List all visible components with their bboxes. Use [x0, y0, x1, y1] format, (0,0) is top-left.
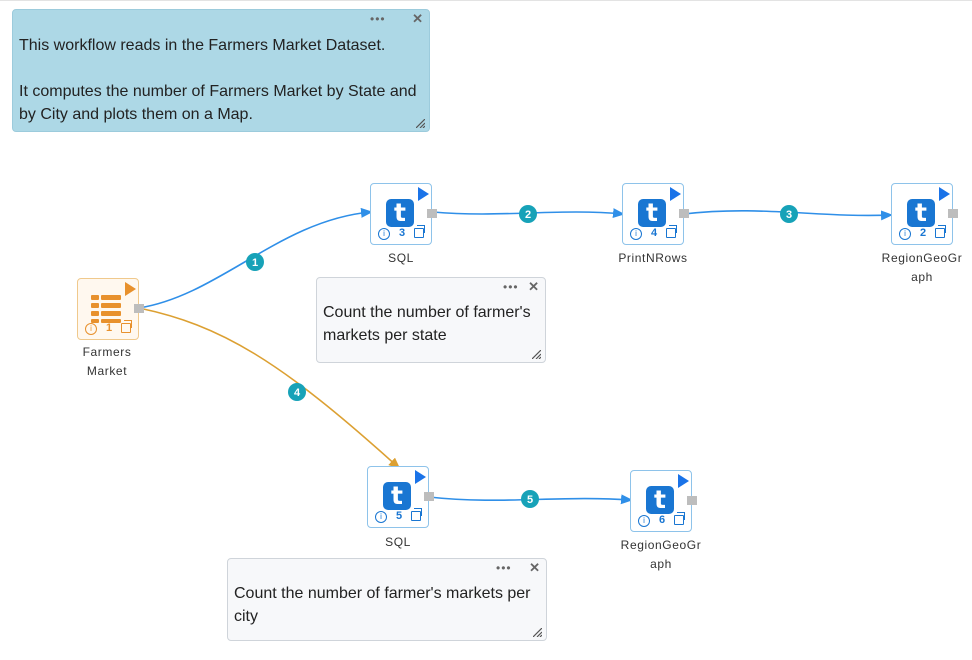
- node-sql-state[interactable]: t i 3: [370, 183, 437, 245]
- t-icon: t: [386, 199, 414, 227]
- run-icon[interactable]: [415, 470, 426, 484]
- database-table-icon: [91, 295, 121, 323]
- t-icon: t: [638, 199, 666, 227]
- edge-4[interactable]: [138, 307, 401, 470]
- edge-badge-5[interactable]: 5: [521, 490, 539, 508]
- node-footer: i 1: [78, 320, 138, 336]
- node-number: 5: [395, 510, 403, 522]
- note-text[interactable]: Count the number of farmer's markets per…: [323, 304, 536, 344]
- info-icon[interactable]: i: [378, 228, 390, 240]
- run-icon[interactable]: [939, 187, 950, 201]
- edge-badge-5-label: 5: [527, 494, 533, 506]
- run-icon[interactable]: [670, 187, 681, 201]
- node-sql-city[interactable]: t i 5: [367, 466, 434, 528]
- node-number: 2: [919, 227, 927, 239]
- node-footer: i 3: [371, 225, 431, 241]
- info-icon[interactable]: i: [899, 228, 911, 240]
- node-label-printnrows: PrintNRows: [618, 251, 688, 265]
- node-regiongeograph-city[interactable]: t i 6: [630, 470, 697, 532]
- note-menu-icon[interactable]: •••: [370, 12, 386, 26]
- node-farmers-market[interactable]: i 1: [77, 278, 144, 340]
- resize-handle-icon[interactable]: [533, 628, 542, 637]
- t-icon: t: [907, 199, 935, 227]
- info-icon[interactable]: i: [630, 228, 642, 240]
- note-text[interactable]: This workflow reads in the Farmers Marke…: [19, 37, 417, 123]
- node-footer: i 5: [368, 508, 428, 524]
- t-icon: t: [646, 486, 674, 514]
- info-icon[interactable]: i: [85, 323, 97, 335]
- note-menu-icon[interactable]: •••: [496, 561, 512, 575]
- output-port[interactable]: [134, 304, 144, 313]
- node-label-regiongeograph-city: RegionGeoGr aph: [620, 538, 702, 571]
- t-icon: t: [383, 482, 411, 510]
- edge-badge-2[interactable]: 2: [519, 205, 537, 223]
- resize-handle-icon[interactable]: [416, 119, 425, 128]
- resize-handle-icon[interactable]: [532, 350, 541, 359]
- node-footer: i 4: [623, 225, 683, 241]
- edge-badge-3-label: 3: [786, 209, 792, 221]
- output-port[interactable]: [687, 496, 697, 505]
- copy-icon[interactable]: [935, 225, 946, 238]
- node-printnrows[interactable]: t i 4: [622, 183, 689, 245]
- node-number: 6: [658, 514, 666, 526]
- node-label-regiongeograph-state: RegionGeoGr aph: [881, 251, 963, 284]
- copy-icon[interactable]: [666, 225, 677, 238]
- node-regiongeograph-state[interactable]: t i 2: [891, 183, 958, 245]
- info-icon[interactable]: i: [638, 515, 650, 527]
- edge-badge-3[interactable]: 3: [780, 205, 798, 223]
- copy-icon[interactable]: [121, 320, 132, 333]
- edge-badge-1[interactable]: 1: [246, 253, 264, 271]
- node-number: 3: [398, 227, 406, 239]
- copy-icon[interactable]: [414, 225, 425, 238]
- output-port[interactable]: [679, 209, 689, 218]
- edge-badge-1-label: 1: [252, 257, 258, 269]
- output-port[interactable]: [948, 209, 958, 218]
- output-port[interactable]: [424, 492, 434, 501]
- output-port[interactable]: [427, 209, 437, 218]
- canvas-top-border: [0, 0, 972, 1]
- run-icon[interactable]: [125, 282, 136, 296]
- info-icon[interactable]: i: [375, 511, 387, 523]
- node-label-sql-state: SQL: [388, 251, 414, 265]
- note-close-icon[interactable]: ✕: [528, 279, 539, 294]
- edge-badge-4-label: 4: [294, 387, 301, 399]
- run-icon[interactable]: [418, 187, 429, 201]
- run-icon[interactable]: [678, 474, 689, 488]
- edge-badge-4[interactable]: 4: [288, 383, 306, 401]
- node-number: 1: [105, 322, 113, 334]
- note-text[interactable]: Count the number of farmer's markets per…: [234, 585, 535, 625]
- node-number: 4: [650, 227, 658, 239]
- city-count-note[interactable]: ••• ✕ Count the number of farmer's marke…: [227, 558, 547, 641]
- note-close-icon[interactable]: ✕: [412, 11, 423, 26]
- node-footer: i 2: [892, 225, 952, 241]
- node-label-farmers-market: Farmers Market: [82, 345, 132, 378]
- note-menu-icon[interactable]: •••: [503, 280, 519, 294]
- copy-icon[interactable]: [674, 512, 685, 525]
- workflow-description-note[interactable]: ••• ✕ This workflow reads in the Farmers…: [12, 9, 430, 132]
- copy-icon[interactable]: [411, 508, 422, 521]
- edge-badge-2-label: 2: [525, 209, 531, 221]
- state-count-note[interactable]: ••• ✕ Count the number of farmer's marke…: [316, 277, 546, 363]
- note-close-icon[interactable]: ✕: [529, 560, 540, 575]
- node-footer: i 6: [631, 512, 691, 528]
- node-label-sql-city: SQL: [385, 535, 411, 549]
